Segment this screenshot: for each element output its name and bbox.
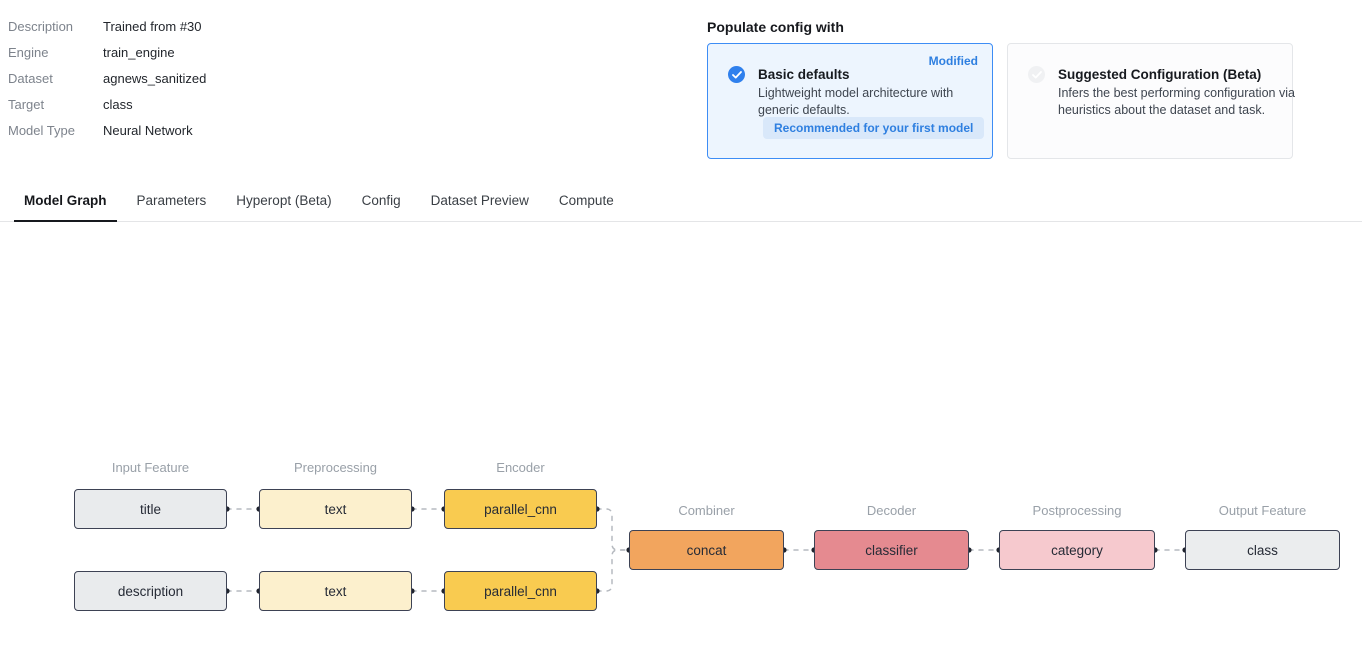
config-card-basic-defaults[interactable]: Modified Basic defaults Lightweight mode… — [707, 43, 993, 159]
tab-hyperopt[interactable]: Hyperopt (Beta) — [236, 193, 332, 208]
graph-node-text-1[interactable]: text — [259, 489, 412, 529]
column-header-postprocessing: Postprocessing — [1032, 503, 1122, 518]
tab-model-graph[interactable]: Model Graph — [14, 188, 116, 222]
metadata-value: Trained from #30 — [103, 18, 202, 34]
metadata-row: Model Type Neural Network — [8, 117, 206, 143]
card-description: Infers the best performing configuration… — [1058, 86, 1295, 117]
metadata-value: agnews_sanitized — [103, 70, 207, 86]
metadata-row: Dataset agnews_sanitized — [8, 65, 206, 91]
column-header-output-feature: Output Feature — [1218, 503, 1307, 518]
metadata-value: class — [103, 96, 133, 112]
column-header-decoder: Decoder — [866, 503, 917, 518]
card-description: Lightweight model architecture with gene… — [758, 86, 954, 117]
graph-node-class[interactable]: class — [1185, 530, 1340, 570]
tab-config[interactable]: Config — [361, 193, 401, 208]
card-title: Suggested Configuration (Beta) — [1058, 67, 1262, 82]
check-circle-icon — [728, 66, 745, 83]
graph-node-parallel-cnn-2[interactable]: parallel_cnn — [444, 571, 597, 611]
populate-config-heading: Populate config with — [707, 19, 844, 35]
metadata-label: Engine — [8, 44, 49, 60]
metadata-value: train_engine — [103, 44, 175, 60]
column-header-combiner: Combiner — [678, 503, 735, 518]
column-header-encoder: Encoder — [496, 460, 545, 475]
metadata-row: Engine train_engine — [8, 39, 206, 65]
model-metadata: Description Trained from #30 Engine trai… — [8, 13, 206, 143]
metadata-row: Target class — [8, 91, 206, 117]
recommended-badge: Recommended for your first model — [763, 117, 985, 139]
graph-node-description[interactable]: description — [74, 571, 227, 611]
column-header-input-feature: Input Feature — [111, 460, 190, 475]
metadata-label: Model Type — [8, 122, 75, 138]
graph-node-classifier[interactable]: classifier — [814, 530, 969, 570]
metadata-value: Neural Network — [103, 122, 193, 138]
metadata-row: Description Trained from #30 — [8, 13, 206, 39]
metadata-label: Target — [8, 96, 45, 112]
graph-node-title[interactable]: title — [74, 489, 227, 529]
tab-compute[interactable]: Compute — [558, 193, 614, 208]
tabs-bar: Model Graph Parameters Hyperopt (Beta) C… — [0, 188, 1362, 222]
check-circle-icon-unselected — [1028, 66, 1045, 83]
config-card-suggested-configuration[interactable]: Suggested Configuration (Beta) Infers th… — [1007, 43, 1295, 159]
metadata-label: Description — [8, 18, 74, 34]
modified-badge: Modified — [928, 54, 978, 68]
tab-dataset-preview[interactable]: Dataset Preview — [430, 193, 529, 208]
card-title: Basic defaults — [758, 67, 850, 82]
tab-parameters[interactable]: Parameters — [136, 193, 207, 208]
metadata-label: Dataset — [8, 70, 53, 86]
graph-node-concat[interactable]: concat — [629, 530, 784, 570]
graph-node-text-2[interactable]: text — [259, 571, 412, 611]
graph-node-category[interactable]: category — [999, 530, 1155, 570]
column-header-preprocessing: Preprocessing — [293, 460, 378, 475]
graph-node-parallel-cnn-1[interactable]: parallel_cnn — [444, 489, 597, 529]
